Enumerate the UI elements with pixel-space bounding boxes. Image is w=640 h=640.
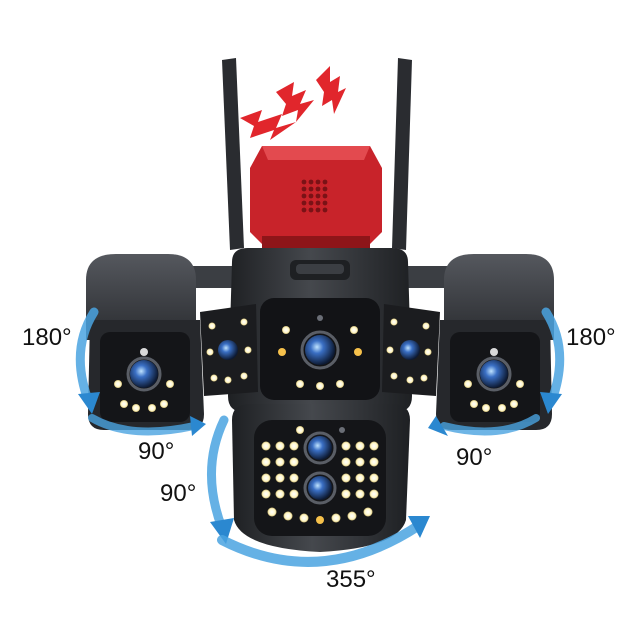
siren-speaker-icon bbox=[250, 146, 382, 250]
right-antenna bbox=[392, 58, 412, 250]
bottom-pan-angle-label: 355° bbox=[326, 566, 376, 593]
bottom-ptz-camera bbox=[232, 404, 410, 552]
right-tilt-arrow bbox=[440, 414, 540, 436]
alarm-lightning-icon bbox=[240, 66, 346, 140]
left-ptz-camera bbox=[86, 254, 204, 430]
right-small-camera-module bbox=[382, 304, 440, 396]
center-camera-module bbox=[260, 298, 380, 400]
right-ptz-camera bbox=[436, 254, 554, 430]
left-pan-angle-label: 180° bbox=[22, 324, 72, 351]
left-tilt-angle-label: 90° bbox=[138, 438, 175, 465]
left-small-camera-module bbox=[200, 304, 258, 396]
left-tilt-arrow bbox=[88, 414, 198, 436]
left-antenna bbox=[222, 58, 244, 250]
antennas bbox=[222, 58, 412, 250]
right-tilt-angle-label: 90° bbox=[456, 444, 493, 471]
left-ptz-lens bbox=[130, 360, 158, 388]
right-pan-angle-label: 180° bbox=[566, 324, 616, 351]
bottom-tilt-arrow bbox=[207, 415, 229, 533]
center-lens bbox=[305, 335, 335, 365]
left-pan-arrow bbox=[75, 307, 99, 405]
bottom-lens-lower bbox=[308, 476, 332, 500]
speaker-grille bbox=[301, 179, 328, 213]
bottom-pan-arrow bbox=[217, 521, 423, 567]
bottom-lens-upper bbox=[308, 436, 332, 460]
right-pan-arrow bbox=[541, 307, 565, 405]
rotation-arrow-icon bbox=[75, 307, 565, 567]
right-ptz-lens bbox=[480, 360, 508, 388]
bottom-led-array bbox=[261, 441, 379, 523]
bottom-tilt-angle-label: 90° bbox=[160, 480, 197, 507]
